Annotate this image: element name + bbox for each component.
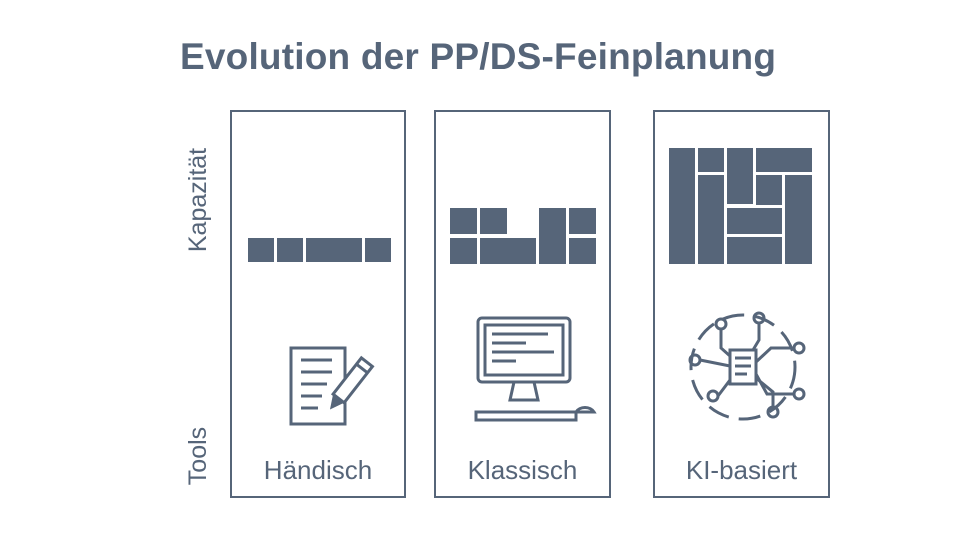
panel-label-manual: Händisch [263,455,373,485]
panel-ai: KI-basiert [653,110,830,498]
capacity-blocks-manual [248,238,391,262]
tools-axis-label: Tools [184,426,212,486]
panel-label-ai: KI-basiert [685,455,798,485]
panel-label-classic: Klassisch [467,455,578,485]
ai-circuit-brain-icon [688,311,806,421]
panel-manual: Händisch [230,110,406,498]
computer-monitor-icon [474,316,597,422]
document-pencil-icon [289,346,375,426]
capacity-blocks-ai [669,148,812,264]
capacity-blocks-classic [450,208,596,264]
page-title: Evolution der PP/DS-Feinplanung [180,36,777,77]
panel-classic: Klassisch [434,110,611,498]
capacity-axis-label: Kapazität [184,147,212,253]
